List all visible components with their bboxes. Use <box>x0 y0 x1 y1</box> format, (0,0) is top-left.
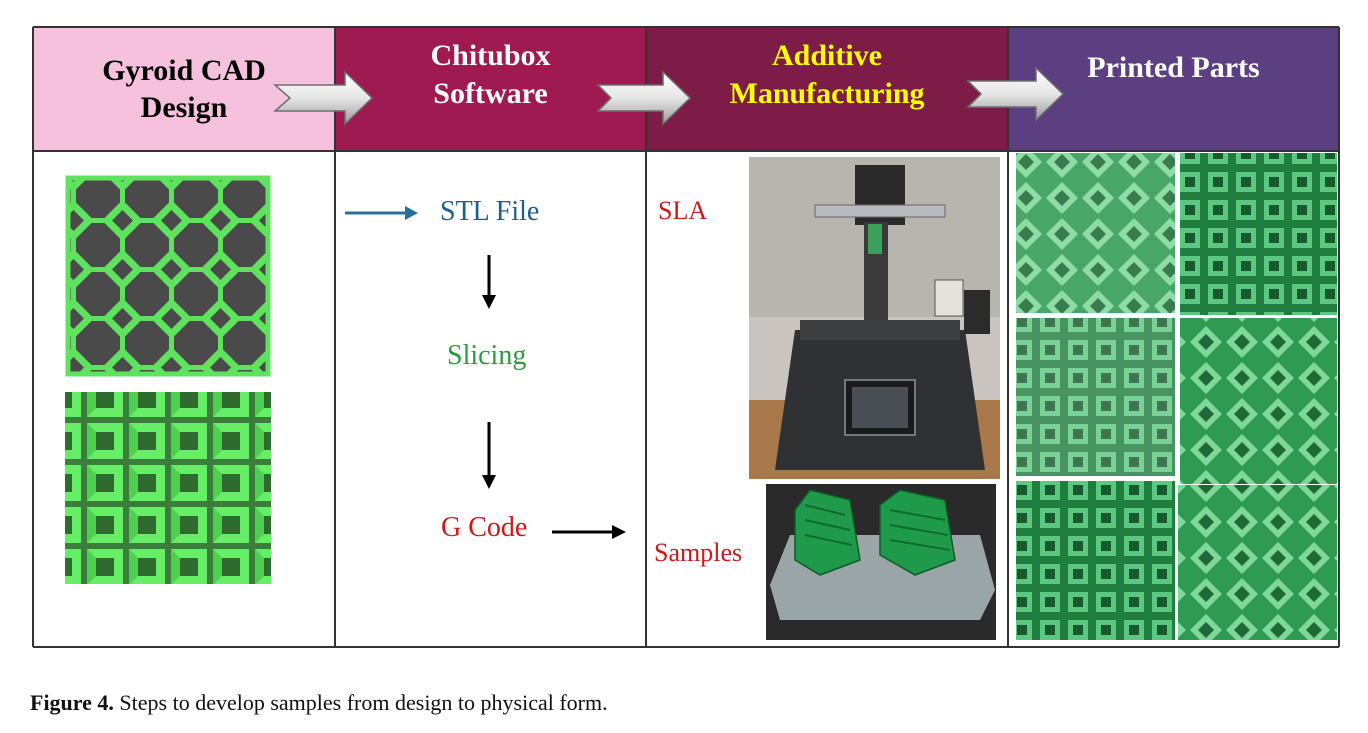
stage-header-am: Additive Manufacturing <box>646 27 1008 151</box>
arrow-down-icon <box>482 255 496 309</box>
figure-caption-text: Steps to develop samples from design to … <box>113 690 608 715</box>
samples-label: Samples <box>654 538 743 567</box>
stage-title-printed: Printed Parts <box>1087 51 1260 84</box>
figure-caption-label: Figure 4. <box>30 690 114 715</box>
stage-header-printed: Printed Parts <box>1008 27 1339 151</box>
stl-file-label: STL File <box>440 196 540 227</box>
arrow-right-icon <box>596 70 692 126</box>
sla-label: SLA <box>658 196 708 225</box>
stage-title-chitubox-line2: Software <box>433 76 548 110</box>
stage-header-chitubox: Chitubox Software <box>335 27 646 151</box>
stage-title-chitubox-line1: Chitubox <box>430 39 551 72</box>
stage-title-am-line1: Additive <box>771 39 882 72</box>
stage-title-cad-line2: Design <box>140 91 228 124</box>
gyroid-cad-iso-view-image <box>65 392 271 584</box>
arrow-right-icon <box>345 206 418 220</box>
slicing-label: Slicing <box>447 340 527 371</box>
arrow-right-icon <box>272 70 374 126</box>
stage-title-am-line2: Manufacturing <box>729 76 925 110</box>
figure-caption: Figure 4. Steps to develop samples from … <box>30 690 608 716</box>
sla-printer-photo <box>749 157 1000 479</box>
arrow-right-icon <box>552 525 626 539</box>
printed-parts-photos <box>1016 153 1337 640</box>
samples-photo <box>766 484 996 640</box>
gcode-label: G Code <box>441 512 528 543</box>
gyroid-cad-top-view-image <box>65 175 271 377</box>
stage-title-cad-line1: Gyroid CAD <box>102 53 266 87</box>
arrow-right-icon <box>966 66 1065 122</box>
arrow-down-icon <box>482 422 496 489</box>
